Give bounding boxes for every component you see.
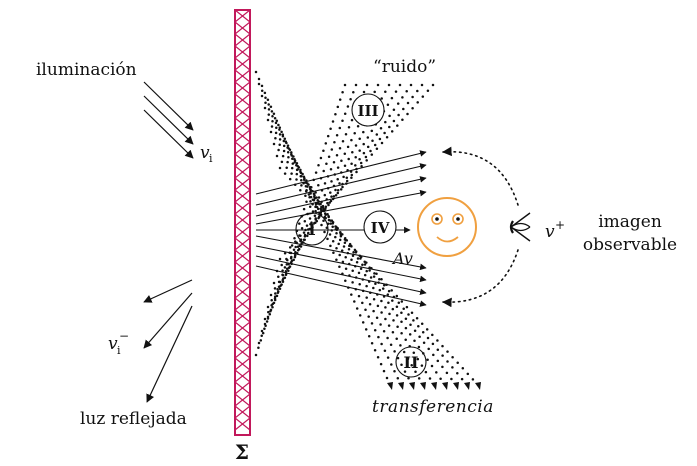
region-I: I [295, 212, 329, 246]
illumination-arrows [143, 81, 194, 159]
reflected-arrow-2 [143, 292, 193, 349]
ray-up-4 [255, 189, 427, 225]
ray-up-2 [255, 163, 427, 206]
region-II-label: II [404, 353, 419, 372]
screen-hatch [234, 9, 251, 431]
screen-frame [234, 9, 251, 436]
reflected-arrows [143, 279, 193, 403]
transfer-arrowheads [387, 382, 481, 390]
observable-image-label-line2: observable [583, 235, 677, 255]
region-IV-label: IV [371, 219, 390, 237]
ray-down-4 [255, 265, 427, 307]
emitted-rays [255, 150, 427, 307]
ray-up-3 [255, 176, 427, 217]
observation-arcs [442, 146, 519, 308]
region-III-label: III [357, 102, 378, 120]
illumination-label: iluminación [36, 60, 137, 80]
svg-text:i: i [117, 344, 121, 357]
observable-image-label-line1: imagen [598, 212, 662, 232]
arc-lower [442, 249, 519, 308]
ray-up-1 [255, 150, 427, 195]
av-label: Av [391, 249, 413, 268]
region-III: III [351, 93, 385, 127]
smiley-face-icon [417, 197, 477, 257]
illumination-arrow-2 [143, 95, 194, 145]
ray-down-1 [255, 235, 427, 271]
region-II: II [395, 346, 427, 378]
arc-upper [442, 146, 519, 206]
reflected-arrow-1 [143, 279, 193, 303]
ray-down-3 [255, 255, 427, 295]
svg-text:+: + [555, 218, 565, 232]
illumination-arrow-3 [143, 109, 194, 159]
transfer-label: transferencia [372, 397, 494, 417]
region-IV: IV [363, 210, 397, 244]
reflected-arrow-3 [146, 305, 193, 403]
region-I-label: I [308, 220, 315, 239]
svg-text:v: v [200, 143, 210, 163]
v-i-minus-label: v i − [108, 329, 129, 357]
svg-text:v: v [108, 334, 118, 354]
screen-sigma [234, 9, 251, 436]
sigma-label: Σ [235, 440, 249, 464]
illumination-arrow-1 [143, 81, 194, 131]
v-plus-label: v + [545, 218, 565, 242]
svg-text:−: − [119, 329, 129, 343]
svg-text:v: v [545, 222, 555, 242]
v-i-label: v i [200, 143, 213, 165]
noise-label: “ruido” [373, 57, 436, 77]
eye-icon [509, 212, 531, 242]
svg-text:i: i [209, 152, 213, 165]
ray-down-2 [255, 245, 427, 283]
reflected-light-label: luz reflejada [80, 409, 187, 429]
